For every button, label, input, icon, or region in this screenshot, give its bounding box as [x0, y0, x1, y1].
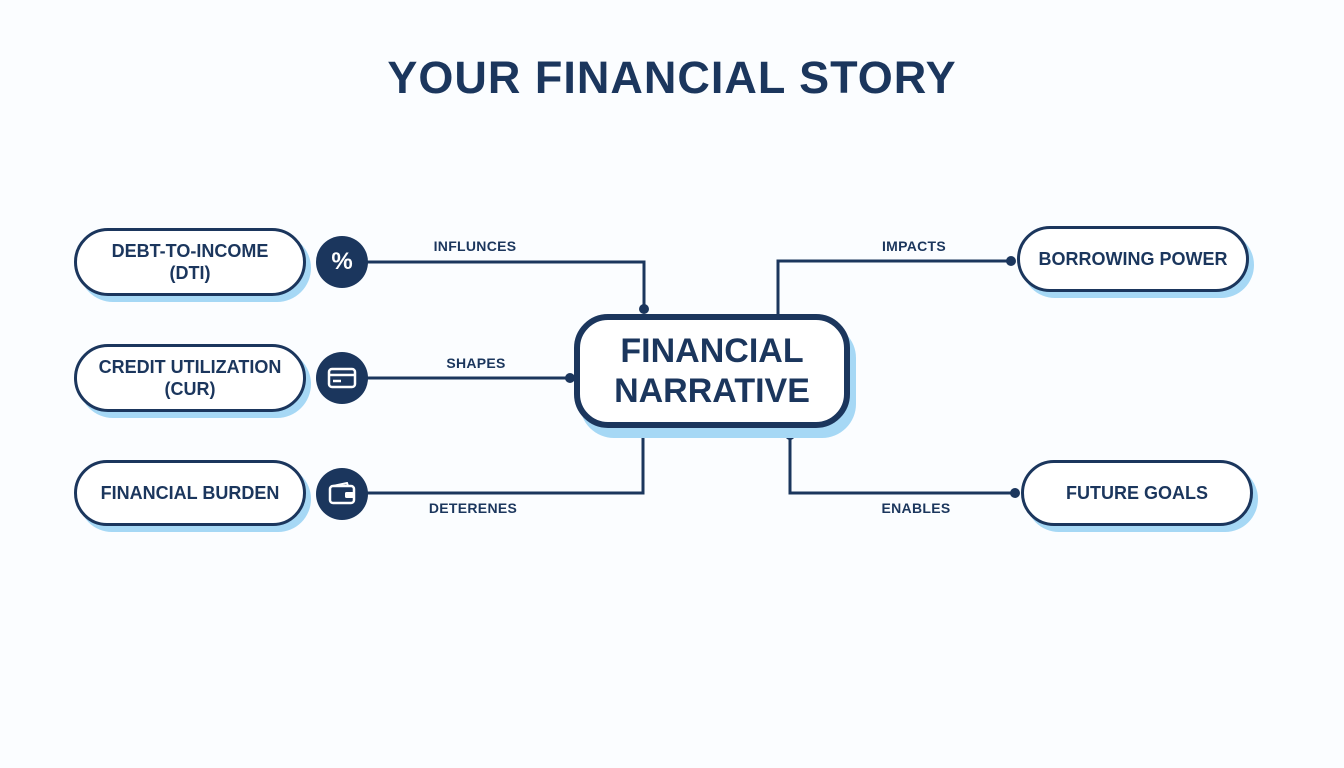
node-financial-narrative: FINANCIAL NARRATIVE [574, 314, 850, 428]
node-debt-to-income: DEBT-TO-INCOME (DTI) [74, 228, 306, 296]
percent-icon: % [316, 236, 368, 288]
connector-dot [1006, 256, 1016, 266]
center-label-line2: NARRATIVE [614, 372, 810, 410]
connector-borrowing [776, 259, 1011, 314]
page-title: YOUR FINANCIAL STORY [387, 52, 957, 103]
edge-label-impacts: IMPACTS [881, 238, 947, 254]
connector-burden [367, 434, 645, 495]
connector-dot [639, 304, 649, 314]
edge-label-influences: INFLUNCES [433, 238, 517, 254]
node-label: FUTURE GOALS [1066, 483, 1208, 503]
node-label: BORROWING POWER [1038, 249, 1228, 269]
node-financial-burden: FINANCIAL BURDEN [74, 460, 306, 526]
connector-goals [788, 434, 1015, 495]
edge-label-shapes: SHAPES [446, 355, 506, 371]
center-label-line1: FINANCIAL [620, 332, 804, 370]
node-label: DEBT-TO-INCOME [111, 241, 269, 261]
node-future-goals: FUTURE GOALS [1021, 460, 1253, 526]
edge-label-enables: ENABLES [881, 500, 951, 516]
wallet-icon [316, 468, 368, 520]
connector-dot [1010, 488, 1020, 498]
connector-dot [785, 430, 795, 440]
connector-dti [367, 260, 646, 309]
node-label: CREDIT UTILIZATION [98, 357, 282, 377]
credit-card-icon [316, 352, 368, 404]
node-sublabel: (DTI) [169, 263, 211, 283]
edge-label-determines: DETERENES [428, 500, 518, 516]
node-sublabel: (CUR) [164, 379, 216, 399]
percent-glyph: % [331, 248, 353, 275]
node-borrowing-power: BORROWING POWER [1017, 226, 1249, 292]
connector-dot [565, 373, 575, 383]
node-label: FINANCIAL BURDEN [100, 483, 280, 503]
node-credit-utilization: CREDIT UTILIZATION (CUR) [74, 344, 306, 412]
